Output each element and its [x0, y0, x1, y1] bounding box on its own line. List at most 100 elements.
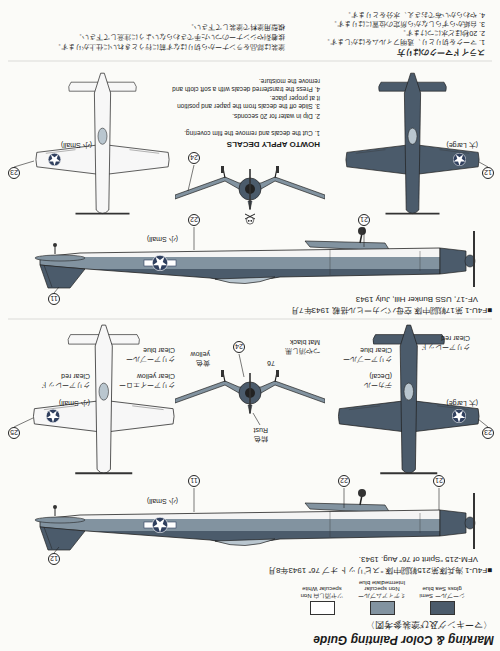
- label-text: ■F4U-1 海兵隊第215戦闘中隊 “スピリット オブ 76” 1943年8月: [268, 565, 492, 575]
- national-insignia: [46, 409, 60, 423]
- label-text: クリアーイエロー: [119, 381, 175, 389]
- callout-text: 21: [435, 478, 443, 485]
- callout-text: 12: [50, 556, 58, 563]
- callout-number: 24: [188, 152, 200, 164]
- callout-text: 11: [50, 296, 57, 303]
- callout-number: 21: [433, 475, 445, 487]
- callout-text: 22: [340, 478, 348, 485]
- color-name: ミディアムブルー Non specular Intermediate blue: [353, 579, 411, 599]
- callout-number: 25: [8, 427, 20, 439]
- national-insignia: [452, 409, 466, 423]
- callout-text: 21: [360, 217, 368, 224]
- drawing-part: [14, 418, 33, 427]
- drawing-part: [344, 488, 345, 508]
- color-swatch: [430, 601, 455, 615]
- callout-number: 12: [482, 167, 494, 179]
- drawing-part: [14, 161, 34, 167]
- drawing-part: [194, 488, 195, 512]
- callout-number: 23: [8, 167, 20, 179]
- label-text: (小 Small): [147, 235, 178, 243]
- label-text: 〈マーキング及び塗装参考図〉: [366, 619, 492, 630]
- color-name: ツヤ消し白 Non specular White: [293, 586, 351, 599]
- label-text: 接着剤やシンナーのついた手でさわらないように注意して下さい。: [75, 33, 285, 41]
- label-text: (小 Small): [59, 399, 90, 407]
- callout-number: 22: [188, 214, 200, 226]
- national-insignia: [152, 255, 168, 271]
- callout-number: 12: [48, 553, 60, 565]
- heading-text: HOWTO APPLY DECALS: [227, 139, 320, 149]
- drawing-part: [478, 419, 488, 427]
- drawing-part: [439, 488, 440, 510]
- color-name: シーブルー Semi gloss Sea blue: [413, 586, 471, 599]
- top-view: [338, 325, 479, 473]
- underside-view: [33, 325, 174, 473]
- label-text: yellow: [191, 350, 210, 358]
- color-swatch: [370, 601, 395, 615]
- drawing-part: [364, 227, 365, 247]
- label-text: (大 Large): [446, 399, 478, 407]
- section-rule: [8, 319, 492, 320]
- label-text: Mat black: [290, 338, 320, 346]
- label-text: (大 Large): [446, 141, 478, 149]
- label-text: 4. やわらかい布でおさえ、水分をとります。: [344, 11, 485, 19]
- callout-number: 22: [338, 475, 350, 487]
- label-text: Clear blue: [360, 346, 392, 354]
- drawing-part: [188, 165, 194, 191]
- drawing-part: [239, 354, 244, 377]
- callout-text: 25: [10, 430, 18, 437]
- callout-text: 23: [484, 430, 492, 437]
- label-text: クリアーレッド: [41, 381, 90, 389]
- national-insignia: [453, 153, 466, 166]
- label-text: Rust: [254, 426, 268, 434]
- side-view: [35, 489, 475, 550]
- label-text: Clear red: [441, 334, 470, 342]
- callout-number: 11: [188, 475, 200, 487]
- callout-text: 24: [190, 155, 198, 162]
- side-view: [35, 227, 475, 288]
- instruction-text: 2. Dip in water for 20 seconds.: [172, 112, 320, 120]
- callout-text: 12: [484, 170, 492, 177]
- label-text: 黄色: [196, 359, 210, 367]
- front-view: [175, 166, 325, 210]
- skull-emblem: [245, 214, 255, 224]
- label-text: クリアーブルー: [343, 355, 392, 363]
- drawing-part: [194, 227, 195, 250]
- front-view: [175, 370, 325, 414]
- guide-title: Marking & Color Painting Guide: [313, 633, 494, 647]
- label-text: 76: [267, 359, 275, 367]
- drawing-part: [253, 413, 260, 425]
- callout-text: 24: [235, 344, 243, 351]
- label-text: ■F4U-1 第17戦闘中隊 空母バンカーヒル搭載 1943年7月: [291, 305, 492, 315]
- underside-view: [36, 73, 169, 213]
- section-rule: [8, 61, 492, 62]
- label-text: 錆色: [254, 435, 268, 443]
- label-text: クリアーブルー: [126, 355, 175, 363]
- label-text: つや消し黒: [285, 347, 320, 355]
- label-text: 塗装は部品をランナーから切りはなす前に行うときれいに仕上がります。: [54, 43, 285, 51]
- label-text: (小 Small): [61, 141, 92, 149]
- label-text: (小 Small): [147, 497, 178, 505]
- callout-text: 22: [190, 217, 198, 224]
- leader-lines: [14, 161, 488, 553]
- label-text: Clear yellow: [137, 372, 175, 380]
- label-text: (Decal): [369, 372, 392, 380]
- label-text: 模型用塗料で塗装して下さい。: [187, 23, 285, 31]
- label-text: 2. 20秒ほど水につけます。: [399, 29, 485, 37]
- instruction-text: 3. Slide off the decals from the paper a…: [172, 94, 320, 110]
- color-swatch: [310, 601, 335, 615]
- instruction-text: 4. Press the transferred decals with a s…: [172, 77, 320, 93]
- national-insignia: [152, 517, 168, 533]
- callout-text: 23: [10, 170, 18, 177]
- callout-number: 21: [358, 214, 370, 226]
- label-text: 1. マークを切りとり、透明フィルムをはがします。: [323, 38, 485, 46]
- label-text: Clear blue: [143, 346, 175, 354]
- label-text: 3. 台紙からずらしながら所定の位置にはります。: [330, 20, 485, 28]
- label-text: VF-17, USS Bunker Hill, July 1943: [356, 294, 478, 304]
- label-text: VFM-215 “Spirit of 76” Aug. 1943.: [359, 554, 478, 564]
- callout-number: 11: [48, 293, 60, 305]
- national-insignia: [48, 153, 61, 166]
- label-text: クリアーレッド: [421, 343, 470, 351]
